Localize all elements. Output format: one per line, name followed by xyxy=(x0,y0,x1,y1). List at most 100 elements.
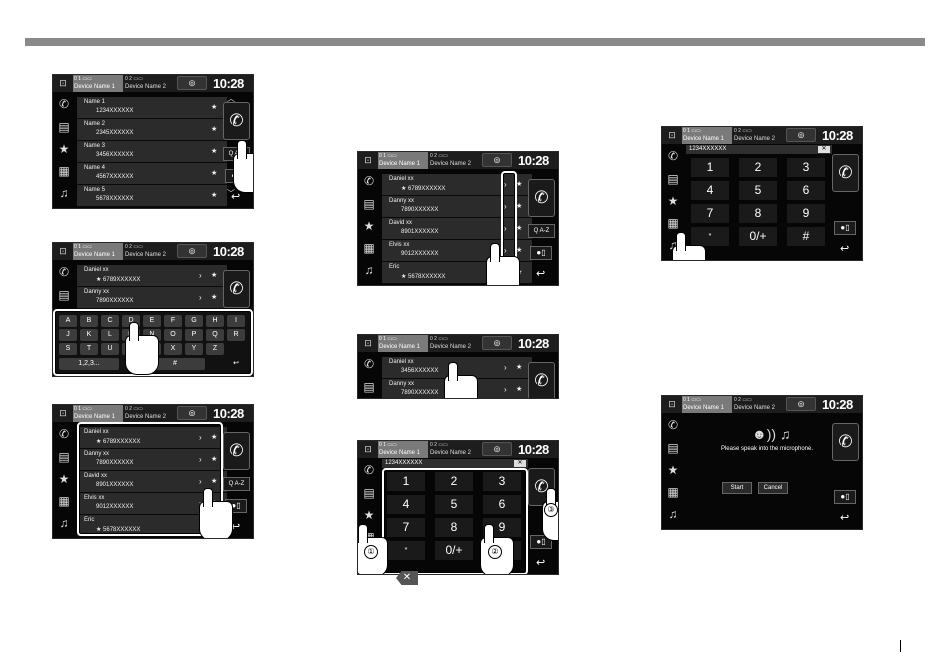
star-icon[interactable]: ★ xyxy=(363,508,375,522)
settings-button[interactable]: ⊚ xyxy=(177,76,207,90)
phone-icon[interactable]: ✆ xyxy=(667,149,679,163)
dial-key[interactable]: 7 xyxy=(691,204,729,223)
speaker-button[interactable]: ●▯ xyxy=(530,246,552,260)
settings-button[interactable]: ⊚ xyxy=(482,336,512,350)
dialpad-icon[interactable]: ▦ xyxy=(667,216,679,230)
phone-icon[interactable]: ✆ xyxy=(363,357,375,371)
dial-key[interactable]: 3 xyxy=(483,472,521,491)
dial-key[interactable]: 0/+ xyxy=(435,541,473,560)
contacts-icon[interactable]: ▤ xyxy=(363,197,375,211)
contacts-icon[interactable]: ▤ xyxy=(363,380,375,394)
star-icon[interactable]: ★ xyxy=(667,194,679,208)
device-2-tab[interactable]: 0 2 ▭▭Device Name 2 xyxy=(125,244,167,258)
call-button[interactable]: ✆ xyxy=(832,423,859,461)
call-button[interactable]: ✆ xyxy=(223,432,250,470)
phone-icon[interactable]: ✆ xyxy=(667,418,679,432)
call-button[interactable]: ✆ xyxy=(223,102,250,140)
list-item[interactable]: Daniel xx★ 6789XXXXXX›★ xyxy=(77,265,227,287)
dial-key[interactable]: 0/+ xyxy=(739,227,777,246)
key[interactable]: L xyxy=(101,329,119,341)
back-button[interactable]: ↩ xyxy=(840,243,850,255)
scroll-down-icon[interactable]: ﹀ xyxy=(227,189,235,198)
voice-icon[interactable]: ♫ xyxy=(668,507,678,521)
dial-key[interactable]: 4 xyxy=(387,495,425,514)
device-1-tab[interactable]: 0 1 ▭▭Device Name 1 xyxy=(378,441,428,458)
key[interactable]: S xyxy=(59,343,77,355)
call-button[interactable]: ✆ xyxy=(528,362,555,398)
key[interactable]: P xyxy=(185,329,203,341)
dial-input[interactable]: 1234XXXXXX✕ xyxy=(686,145,832,154)
device-1-tab[interactable]: 0 1 ▭▭Device Name 1 xyxy=(73,243,123,260)
settings-button[interactable]: ⊚ xyxy=(177,244,207,258)
key[interactable]: E xyxy=(143,315,161,327)
delete-icon[interactable]: ✕ xyxy=(818,146,830,153)
dialpad-icon[interactable]: ▦ xyxy=(667,485,679,499)
speaker-button[interactable]: ●▯ xyxy=(530,535,552,549)
contacts-icon[interactable]: ▤ xyxy=(667,441,679,455)
voice-icon[interactable]: ♫ xyxy=(668,238,678,252)
settings-button[interactable]: ⊚ xyxy=(482,153,512,167)
phone-device-icon[interactable]: ⊡ xyxy=(364,444,372,454)
device-1-tab[interactable]: 0 1 ▭▭Device Name 1 xyxy=(73,405,123,422)
dial-key[interactable]: 4 xyxy=(691,181,729,200)
scroll-up-icon[interactable]: ︿ xyxy=(227,94,235,103)
device-2-tab[interactable]: 0 2 ▭▭Device Name 2 xyxy=(430,336,472,350)
key[interactable]: K xyxy=(80,329,98,341)
back-button[interactable]: ↩ xyxy=(536,557,546,569)
key[interactable]: I xyxy=(227,315,245,327)
back-button[interactable]: ↩ xyxy=(840,512,850,524)
device-2-tab[interactable]: 0 2 ▭▭Device Name 2 xyxy=(430,153,472,167)
back-button[interactable]: ↩ xyxy=(231,521,241,533)
phone-icon[interactable]: ✆ xyxy=(58,427,70,441)
dialpad-icon[interactable]: ▦ xyxy=(58,494,70,508)
dial-key[interactable]: # xyxy=(787,227,825,246)
key[interactable]: H xyxy=(206,315,224,327)
phone-device-icon[interactable]: ⊡ xyxy=(668,130,676,140)
key[interactable]: Z xyxy=(206,343,224,355)
call-button[interactable]: ✆ xyxy=(223,270,250,308)
star-icon[interactable]: ★ xyxy=(667,463,679,477)
contacts-icon[interactable]: ▤ xyxy=(58,288,70,302)
device-1-tab[interactable]: 0 1 ▭▭Device Name 1 xyxy=(73,75,123,92)
device-2-tab[interactable]: 0 2 ▭▭Device Name 2 xyxy=(430,442,472,456)
settings-button[interactable]: ⊚ xyxy=(786,128,816,142)
phone-device-icon[interactable]: ⊡ xyxy=(364,338,372,348)
dial-key[interactable]: 2 xyxy=(739,158,777,177)
phone-device-icon[interactable]: ⊡ xyxy=(59,78,67,88)
phone-icon[interactable]: ✆ xyxy=(58,97,70,111)
star-icon[interactable]: ★ xyxy=(363,219,375,233)
dial-key[interactable]: * xyxy=(387,541,425,560)
key[interactable]: F xyxy=(164,315,182,327)
phone-icon[interactable]: ✆ xyxy=(363,174,375,188)
settings-button[interactable]: ⊚ xyxy=(786,397,816,411)
back-button[interactable]: ↩ xyxy=(231,191,241,203)
contacts-icon[interactable]: ▤ xyxy=(363,486,375,500)
contacts-icon[interactable]: ▤ xyxy=(58,120,70,134)
dial-key[interactable]: 9 xyxy=(787,204,825,223)
dialpad-icon[interactable]: ▦ xyxy=(363,241,375,255)
delete-icon[interactable]: ✕ xyxy=(514,460,526,467)
contacts-icon[interactable]: ▤ xyxy=(667,172,679,186)
dial-key[interactable]: 8 xyxy=(739,204,777,223)
key[interactable]: Q xyxy=(206,329,224,341)
speaker-button[interactable]: ●▯ xyxy=(834,221,856,235)
hash-key[interactable]: # xyxy=(145,358,205,370)
dialpad-icon[interactable]: ▦ xyxy=(58,164,70,178)
voice-icon[interactable]: ♫ xyxy=(59,516,69,530)
key[interactable]: R xyxy=(227,329,245,341)
az-search-button[interactable]: Q A-Z xyxy=(223,477,250,491)
phone-device-icon[interactable]: ⊡ xyxy=(59,246,67,256)
settings-button[interactable]: ⊚ xyxy=(482,442,512,456)
call-button[interactable]: ✆ xyxy=(528,179,555,217)
device-1-tab[interactable]: 0 1 ▭▭Device Name 1 xyxy=(378,335,428,352)
key[interactable]: X xyxy=(164,343,182,355)
start-button[interactable]: Start xyxy=(722,482,752,494)
